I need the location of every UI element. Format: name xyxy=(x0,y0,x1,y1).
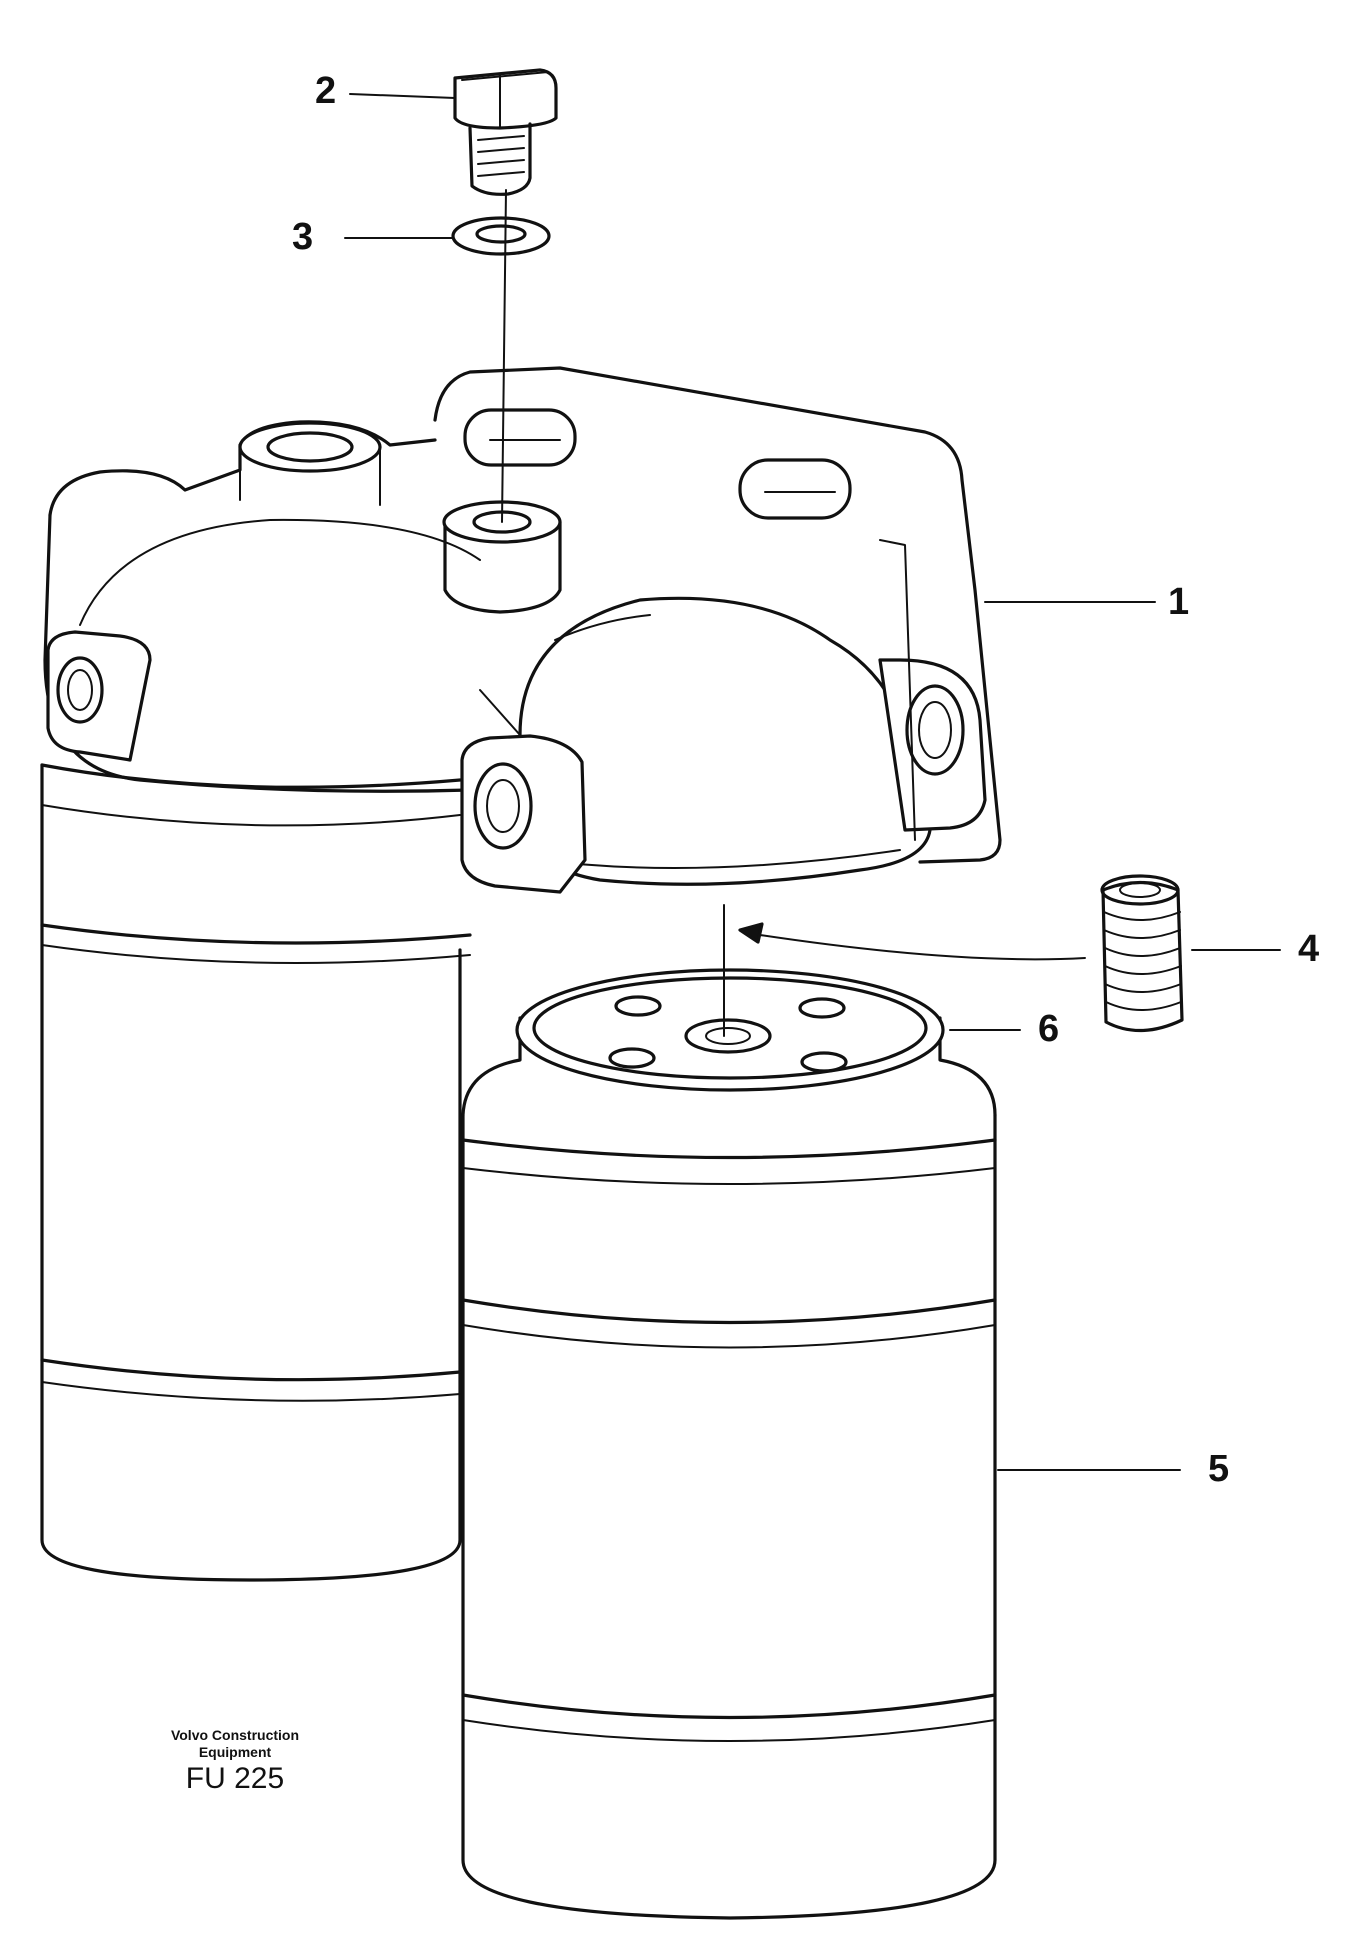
drawing-code: FU 225 xyxy=(185,1762,285,1795)
caption-company: Volvo Construction xyxy=(170,1727,300,1743)
guide-arrow-head xyxy=(738,922,764,944)
leader-line-2 xyxy=(349,93,456,99)
callout-1: 1 xyxy=(1168,581,1190,623)
filter-head xyxy=(43,366,1002,894)
guide-line-plug xyxy=(501,189,507,523)
sealing-washer xyxy=(451,216,551,256)
callout-2: 2 xyxy=(315,70,337,112)
plug-bolt xyxy=(453,68,558,196)
guide-line-nipple xyxy=(759,934,1086,961)
drawing-caption: Volvo Construction Equipment FU 225 xyxy=(120,1727,350,1797)
rear-filter-canister xyxy=(40,763,472,1582)
callout-4: 4 xyxy=(1298,928,1320,970)
callout-6: 6 xyxy=(1038,1008,1060,1050)
nipple-fitting xyxy=(1100,874,1184,1033)
callout-5: 5 xyxy=(1208,1448,1230,1490)
front-filter-canister xyxy=(461,968,997,1920)
caption-company-line2: Equipment xyxy=(198,1744,272,1760)
callout-3: 3 xyxy=(292,216,314,258)
